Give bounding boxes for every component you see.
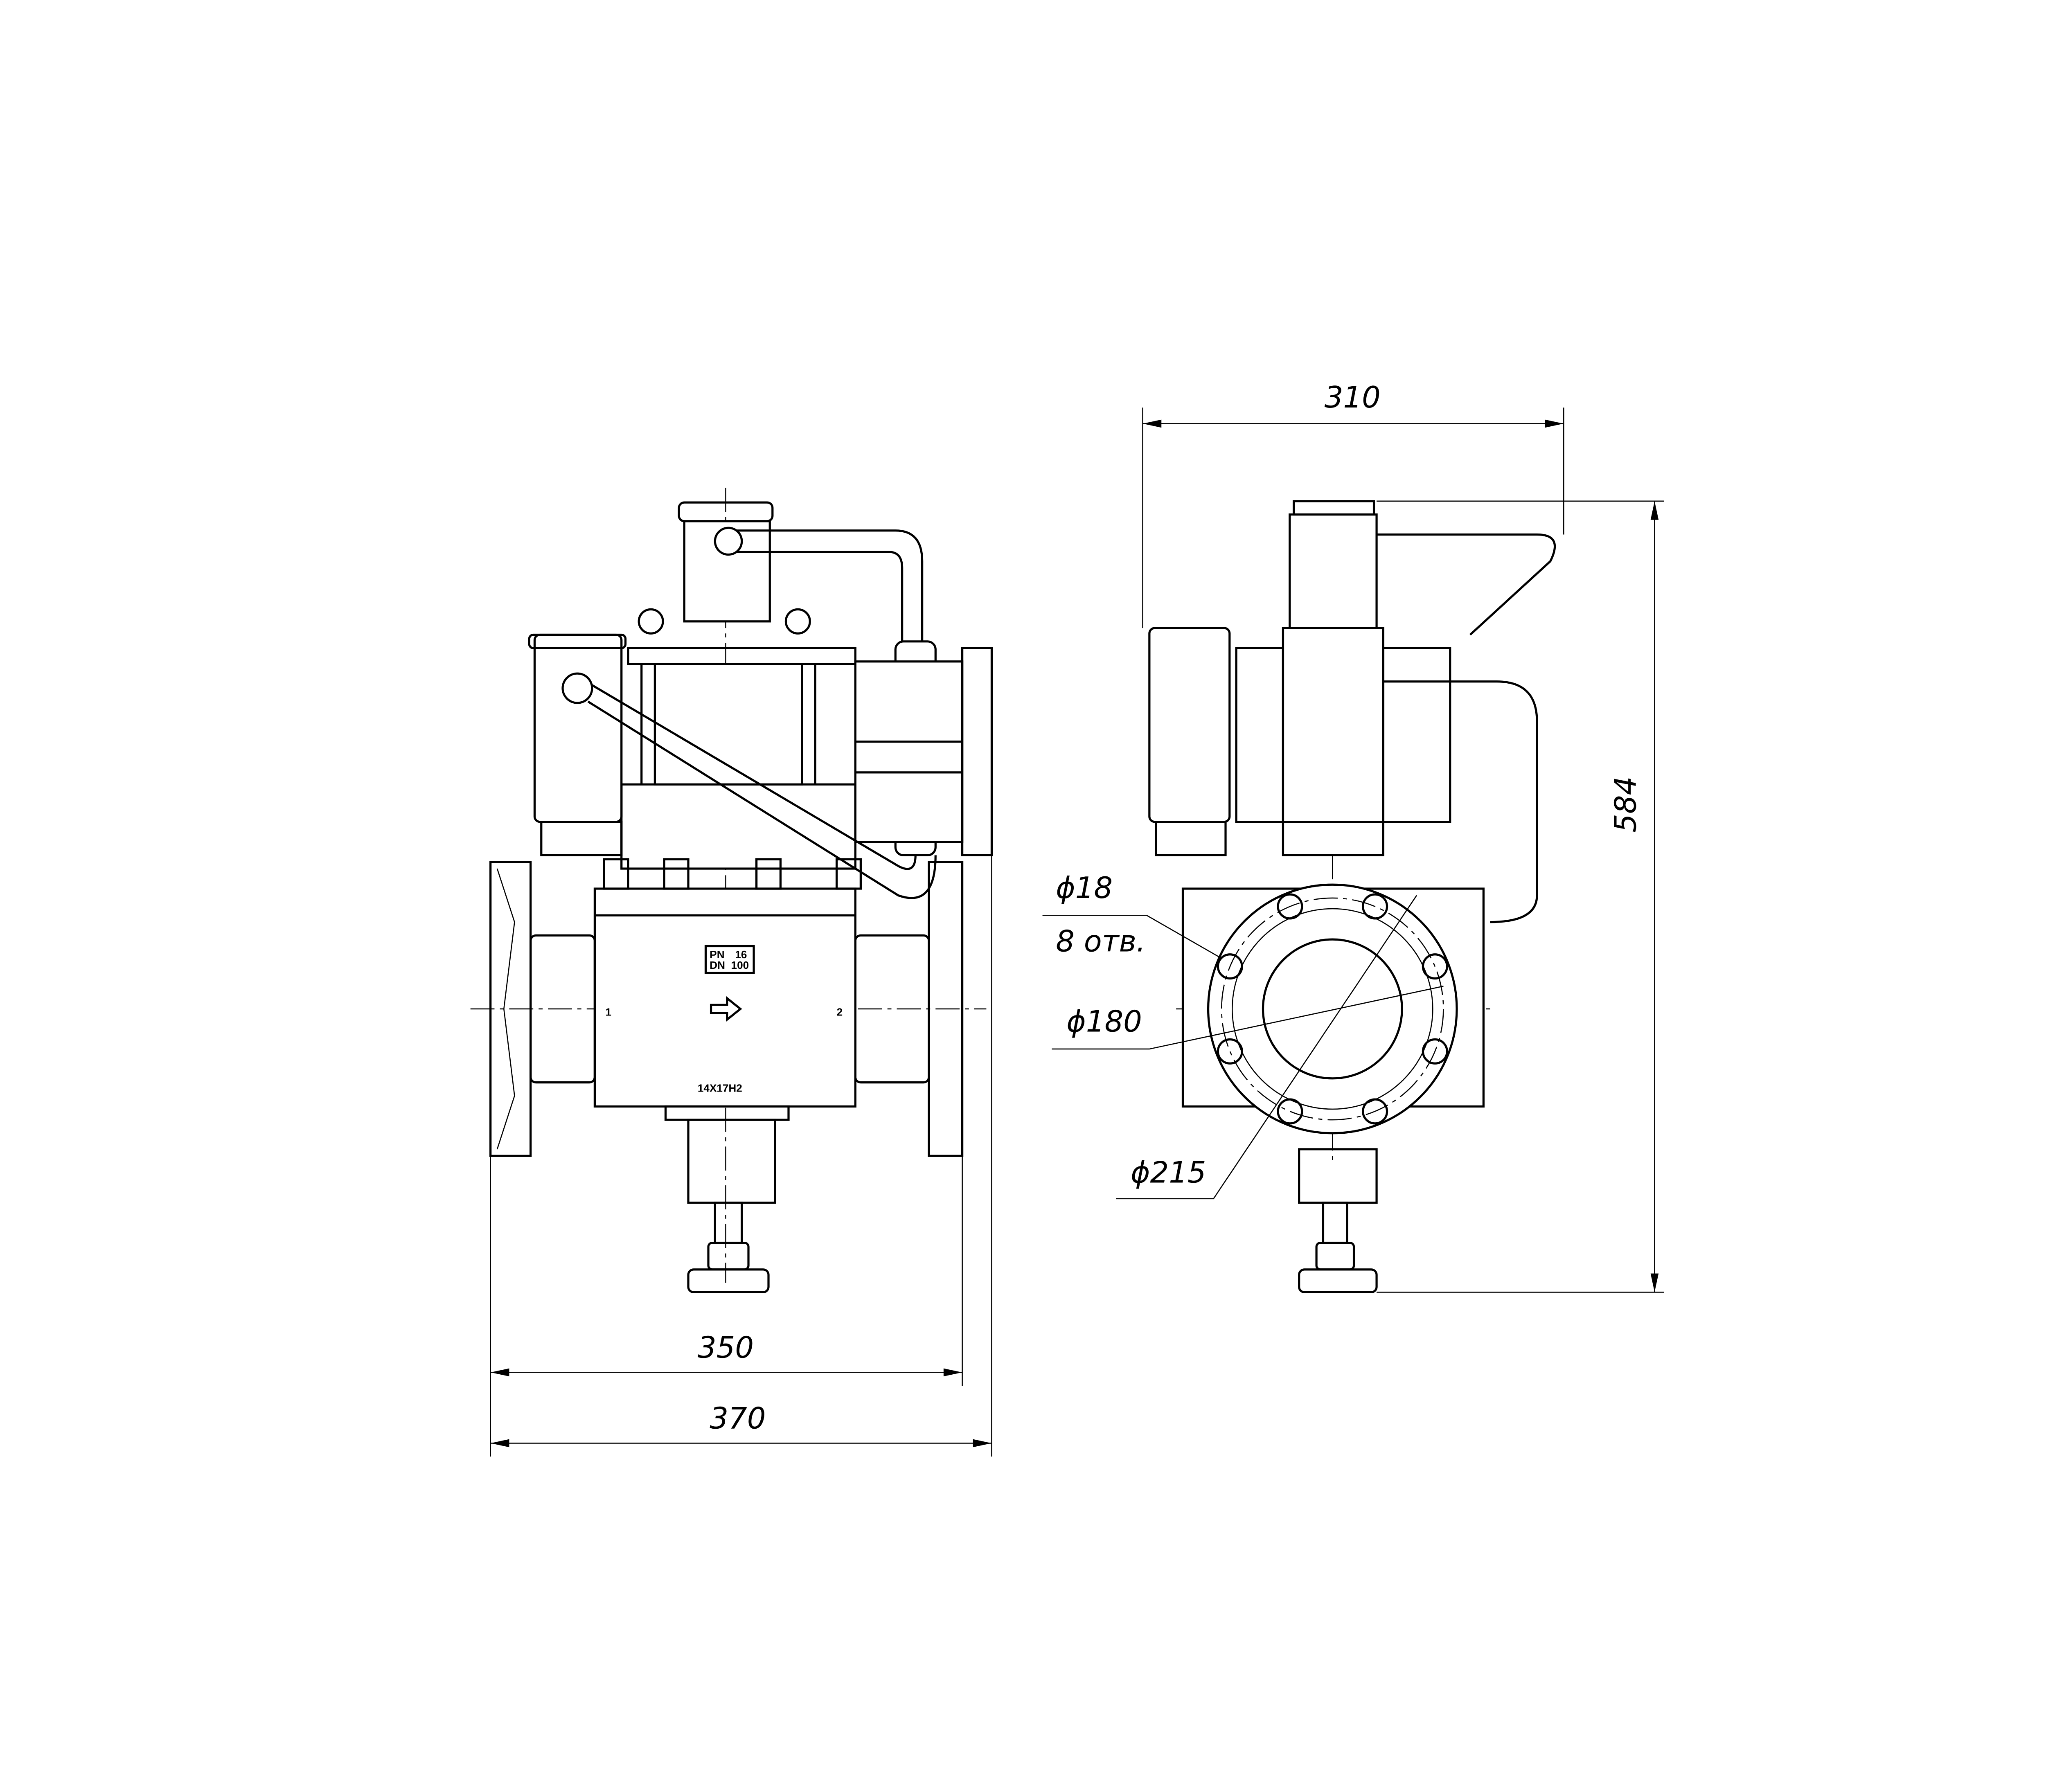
actuator-block xyxy=(620,783,856,870)
pipe-fitting xyxy=(561,672,593,704)
port-outlet-label: 2 xyxy=(837,1006,843,1018)
bottom-cover xyxy=(664,1105,790,1121)
dimensions: 350 370 310 584 ϕ18 8 отв. ϕ180 ϕ215 xyxy=(490,380,1664,1457)
leader-bolt-circle xyxy=(1052,986,1444,1050)
dim-370: 370 xyxy=(710,1401,766,1436)
actuator-block xyxy=(1235,647,1284,823)
cylinder xyxy=(653,663,803,786)
upper-pipe xyxy=(728,529,924,655)
leader-hole xyxy=(1042,915,1219,957)
leader-flange xyxy=(1116,895,1417,1200)
eyebolt-icon xyxy=(784,608,811,635)
actuator-block xyxy=(1382,647,1451,823)
stem-housing xyxy=(687,1119,776,1204)
stem xyxy=(714,1201,743,1244)
nameplate: PN 16 DN 100 xyxy=(704,945,755,974)
dn-label: DN xyxy=(710,959,725,971)
left-cylinder xyxy=(1148,627,1231,823)
front-view xyxy=(1148,500,1556,1294)
dim-hole-count: 8 отв. xyxy=(1056,924,1146,959)
flange-section-hatch xyxy=(496,868,515,1150)
side-view: PN 16 DN 100 1 2 14X17H2 xyxy=(470,488,993,1294)
stem-housing xyxy=(1298,1148,1378,1204)
left-solenoid xyxy=(533,633,623,823)
flange-circle xyxy=(1207,883,1458,1135)
center-column xyxy=(1282,627,1385,823)
pipe-fitting xyxy=(714,527,743,556)
solenoid-cap xyxy=(678,501,774,522)
hoses xyxy=(1377,533,1556,923)
dim-350: 350 xyxy=(698,1330,754,1364)
bore xyxy=(1262,938,1403,1080)
handwheel xyxy=(687,1268,770,1294)
diagonal-pipe xyxy=(574,674,937,899)
pilot-assembly xyxy=(854,660,964,843)
port-inlet-label: 1 xyxy=(606,1006,612,1018)
solenoid-base xyxy=(540,821,623,856)
material-label: 14X17H2 xyxy=(698,1082,742,1094)
raised-face xyxy=(1232,908,1433,1110)
dim-flange-diameter: ϕ215 xyxy=(1131,1155,1206,1190)
pn-value: 16 xyxy=(735,948,747,961)
pn-label: PN xyxy=(710,948,724,961)
flow-direction-arrow-icon xyxy=(710,996,742,1022)
dim-hole-diameter: ϕ18 xyxy=(1056,871,1113,905)
dim-bolt-circle: ϕ180 xyxy=(1066,1004,1142,1039)
top-plate xyxy=(627,647,856,665)
pilot-flange xyxy=(961,647,993,856)
dn-value: 100 xyxy=(731,959,749,971)
bolt-holes xyxy=(1217,893,1448,1125)
solenoid xyxy=(1289,513,1378,629)
eyebolt-icon xyxy=(638,608,664,635)
dim-584: 584 xyxy=(1609,777,1643,833)
bolt-circle xyxy=(1221,897,1444,1121)
handwheel xyxy=(1298,1268,1378,1294)
stem-nut xyxy=(707,1241,750,1271)
valve-body xyxy=(593,887,856,1108)
dim-310: 310 xyxy=(1325,380,1381,414)
bolts xyxy=(603,858,862,890)
